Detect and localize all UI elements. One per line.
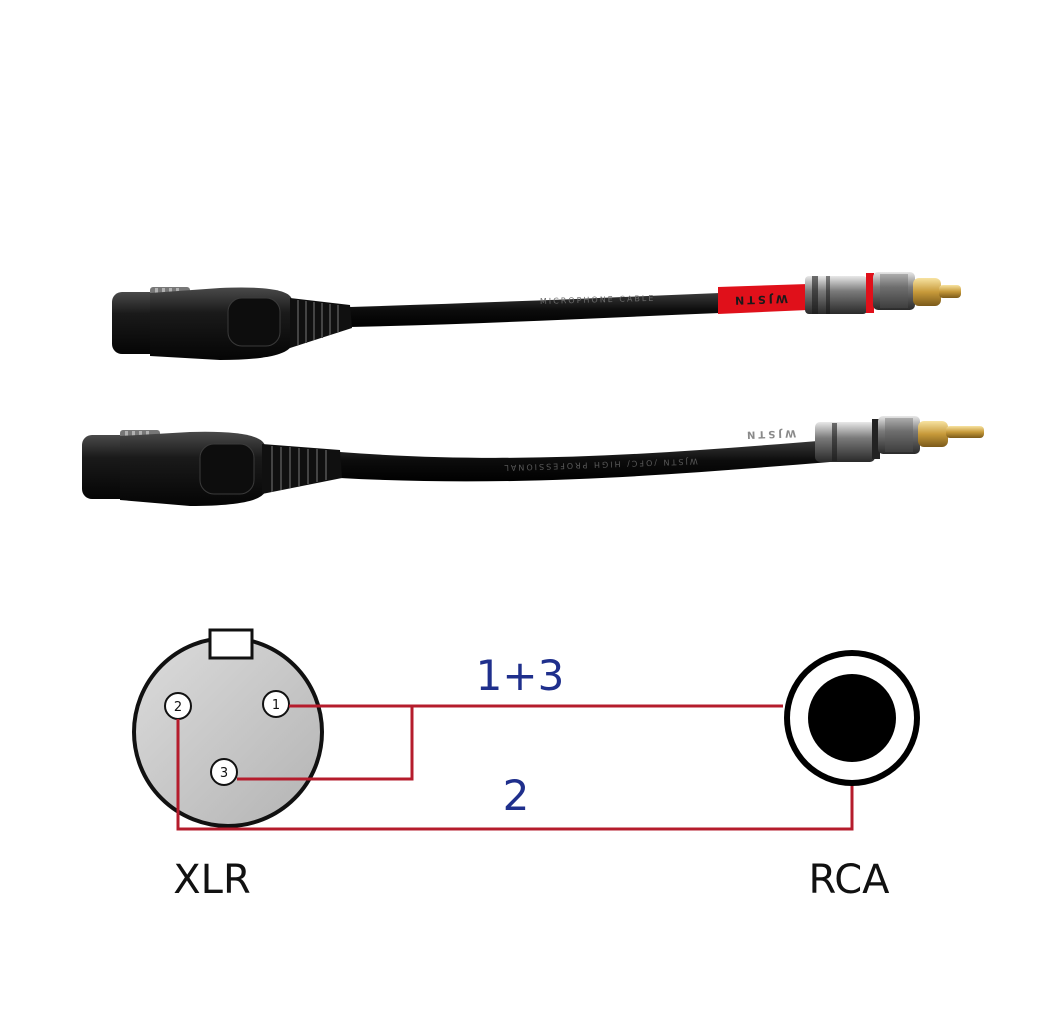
xlr-latch-notch — [208, 628, 254, 660]
xlr-face: 1 2 3 — [132, 628, 324, 828]
signal-wire-label: 1+3 — [476, 651, 565, 700]
wiring-diagram: 1 2 3 1+3 2 XLR RCA — [132, 628, 920, 903]
rca-face — [784, 650, 920, 786]
xlr-pin-3: 3 — [210, 758, 238, 786]
ground-wire-pin2 — [176, 719, 854, 831]
rca-plug-bottom — [815, 416, 984, 462]
ground-wire-label: 2 — [503, 771, 530, 820]
pin-label: 2 — [174, 700, 182, 715]
rca-caption: RCA — [808, 857, 890, 903]
xlr-pin-2: 2 — [164, 692, 192, 720]
pin-label: 3 — [220, 766, 228, 781]
xlr-to-rca-cable-bottom: WJSTN /OFC/ HIGH PROFESSIONAL WJSTN — [82, 416, 984, 506]
wires — [176, 704, 854, 831]
cable-jacket — [340, 440, 830, 482]
xlr-female-connector-top — [112, 287, 352, 360]
xlr-to-rca-cable-top: MICROPHONE CABLE WJSTN — [112, 272, 961, 360]
red-heat-shrink-band — [718, 284, 808, 314]
pin-label: 1 — [272, 698, 280, 713]
cable-jacket — [350, 293, 720, 327]
xlr-caption: XLR — [173, 857, 250, 903]
xlr-pin-1: 1 — [262, 690, 290, 718]
xlr-female-connector-bottom — [82, 430, 342, 506]
brand-print: WJSTN — [732, 292, 788, 307]
cable-jacket-print: MICROPHONE CABLE — [540, 294, 656, 306]
signal-wire-pin3 — [237, 706, 414, 781]
brand-print: WJSTN — [744, 427, 797, 440]
rca-plug-top — [805, 272, 961, 314]
